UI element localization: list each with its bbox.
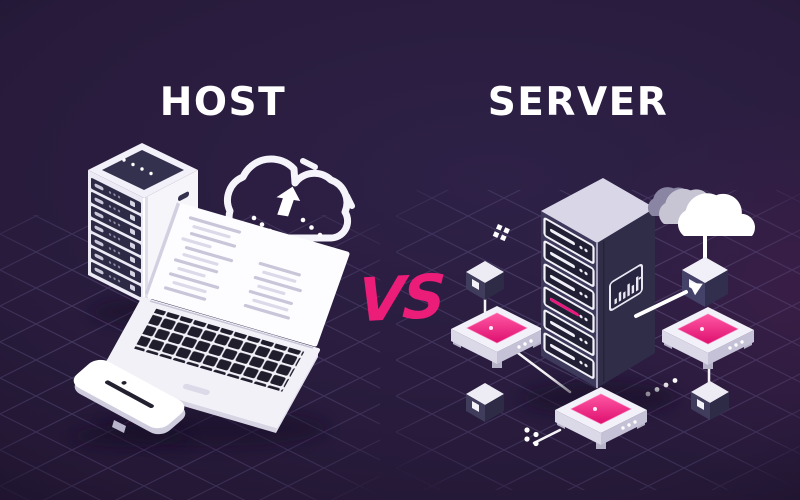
pink-drive-bar bbox=[550, 297, 579, 317]
rack-top-leds bbox=[122, 158, 153, 176]
squares-icon bbox=[492, 224, 510, 242]
link-arrow-icon bbox=[634, 282, 703, 318]
laptop-keyboard bbox=[134, 308, 305, 396]
cloud-upload-icon bbox=[224, 155, 355, 242]
tablet-camera-dot bbox=[121, 381, 127, 385]
server-rack-icon bbox=[88, 143, 198, 303]
host-title: HOST bbox=[159, 80, 287, 125]
tablet-icon bbox=[73, 359, 186, 435]
dots-cluster bbox=[524, 427, 539, 447]
bar-chart-icon bbox=[609, 263, 643, 312]
laptop-trackpad-notch bbox=[183, 383, 210, 396]
versus-label: VS bbox=[356, 261, 446, 337]
server-tower-icon bbox=[541, 178, 655, 388]
upload-arrow-icon bbox=[276, 186, 301, 217]
tablet-speaker-line bbox=[104, 380, 154, 408]
laptop-screen-code bbox=[163, 216, 302, 320]
server-title: SERVER bbox=[487, 80, 669, 125]
